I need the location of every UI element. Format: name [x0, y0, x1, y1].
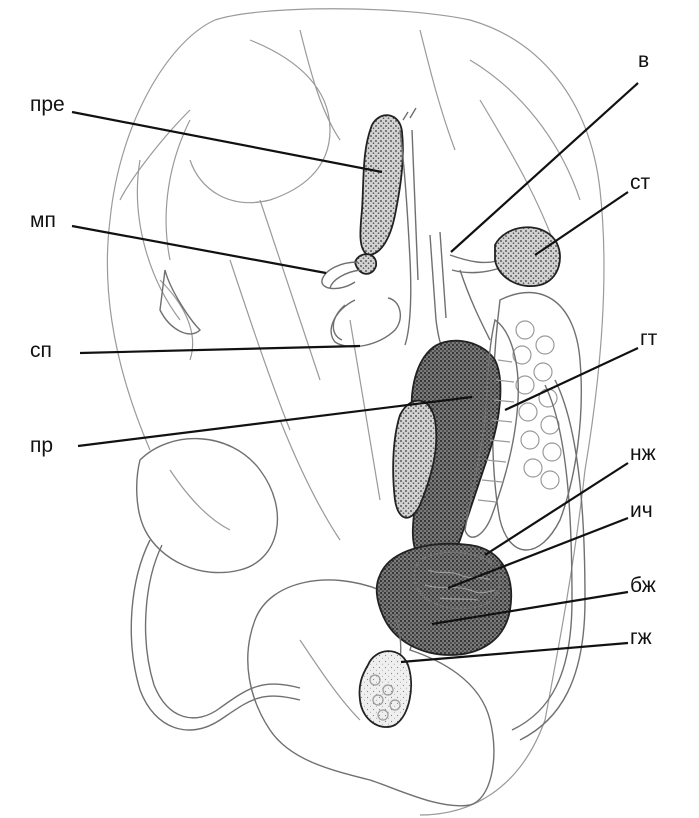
label-gt: гт	[640, 328, 657, 349]
label-pre: пре	[30, 94, 65, 115]
leader-mp	[72, 226, 326, 273]
hindgut	[377, 544, 511, 655]
label-sp: сп	[30, 340, 52, 361]
leader-v	[451, 83, 638, 252]
reproductive-organs	[322, 108, 418, 347]
leader-pre	[72, 112, 382, 172]
label-bzh: бж	[630, 575, 656, 596]
label-mp: мп	[30, 210, 56, 231]
foregut	[430, 227, 560, 355]
label-gzh: гж	[630, 627, 652, 648]
label-nzh: нж	[630, 443, 656, 464]
label-pr: пр	[30, 435, 53, 456]
label-st: ст	[630, 172, 650, 193]
lower-left-loops	[131, 439, 300, 730]
leader-gt	[505, 348, 638, 410]
midgut	[393, 320, 518, 563]
leader-sp	[80, 346, 360, 353]
label-ich: ич	[630, 500, 653, 521]
leader-st	[535, 192, 628, 255]
leader-lines	[72, 83, 638, 662]
label-v: в	[638, 50, 649, 71]
leader-nzh	[485, 463, 628, 555]
